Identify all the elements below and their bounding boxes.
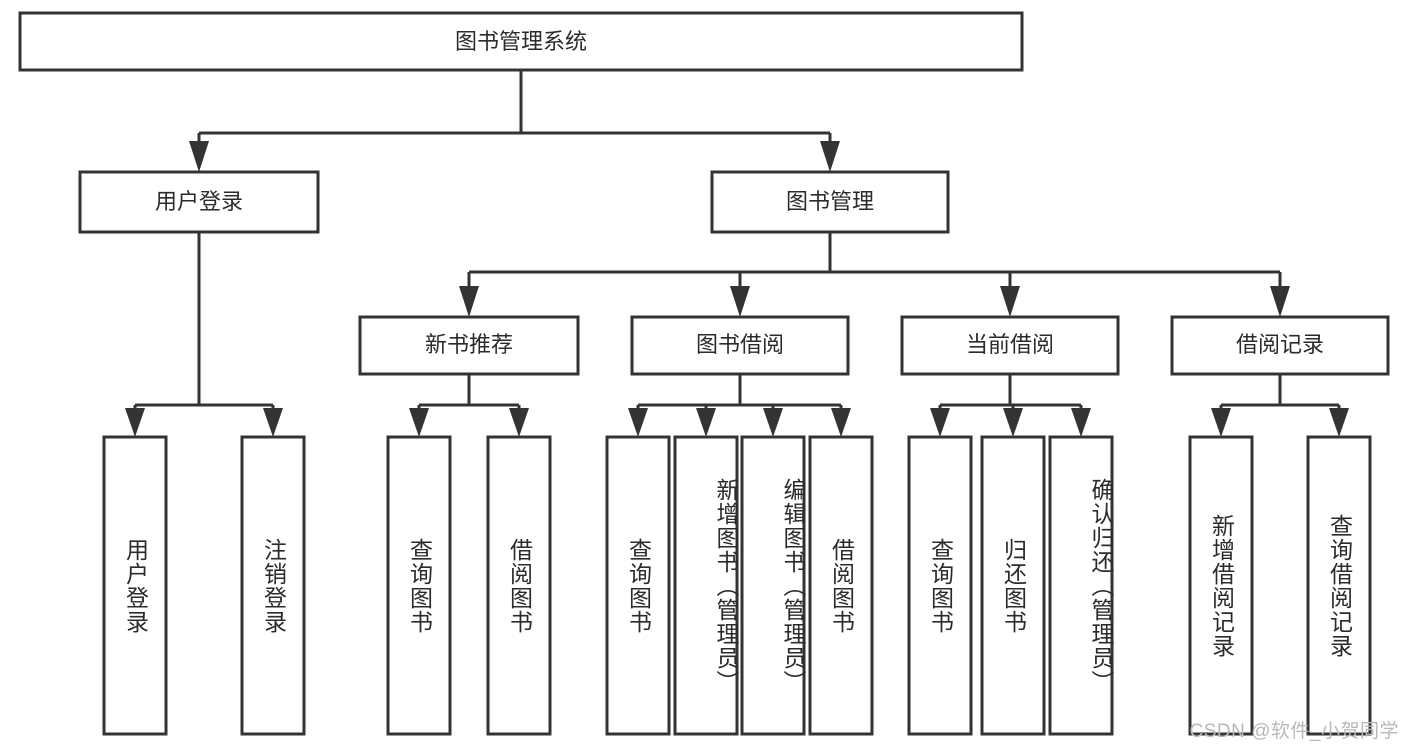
node-borrow-record[interactable]: 借阅记录 — [1170, 315, 1390, 376]
node-root-box[interactable] — [18, 11, 1024, 72]
connector-root-to-level2 — [189, 70, 840, 172]
node-book-borrow[interactable]: 图书借阅 — [630, 315, 850, 376]
arrow-head-icon — [509, 408, 529, 437]
arrow-head-icon — [1000, 286, 1020, 317]
arrow-head-icon — [263, 408, 283, 437]
watermark-text: CSDN @软件_小贺同学 — [1189, 721, 1399, 742]
node-borrow-record-label: 借阅记录 — [1236, 332, 1324, 357]
node-borrow-record-box[interactable] — [1170, 315, 1390, 376]
arrow-head-icon — [1211, 408, 1231, 437]
arrow-head-icon — [1329, 408, 1349, 437]
arrow-head-icon — [1071, 408, 1091, 437]
arrow-head-icon — [125, 408, 145, 437]
node-book-manage-label: 图书管理 — [786, 189, 874, 214]
node-leaf-query-borrow-record-box[interactable] — [1306, 435, 1372, 736]
arrow-head-icon — [730, 286, 750, 317]
node-user-login-label: 用户登录 — [155, 189, 243, 214]
node-leaf-query-book-2-box[interactable] — [605, 435, 671, 736]
node-leaf-return-book-box[interactable] — [980, 435, 1046, 736]
node-leaf-confirm-return-box[interactable] — [1048, 435, 1114, 736]
node-leaf-borrow-book-2-box[interactable] — [808, 435, 874, 736]
node-new-book-recommend-label: 新书推荐 — [425, 332, 513, 357]
connector-book-borrow-to-leaves — [628, 374, 851, 437]
arrow-head-icon — [831, 408, 851, 437]
arrow-head-icon — [409, 408, 429, 437]
node-book-manage-box[interactable] — [710, 170, 950, 234]
node-root[interactable]: 图书管理系统 — [18, 11, 1024, 72]
node-leaf-add-book-box[interactable] — [673, 435, 739, 736]
arrow-head-icon — [820, 141, 840, 172]
arrow-head-icon — [628, 408, 648, 437]
connector-book-manage-to-level3 — [459, 232, 1290, 317]
node-leaf-user-login-box[interactable] — [102, 435, 168, 736]
arrow-head-icon — [459, 286, 479, 317]
connector-new-book-recommend-to-leaves — [409, 374, 529, 437]
arrow-head-icon — [1270, 286, 1290, 317]
arrow-head-icon — [763, 408, 783, 437]
node-current-borrow-label: 当前借阅 — [966, 332, 1054, 357]
arrow-head-icon — [1003, 408, 1023, 437]
node-new-book-recommend[interactable]: 新书推荐 — [358, 315, 580, 376]
node-root-label: 图书管理系统 — [455, 29, 587, 54]
node-user-login-box[interactable] — [78, 170, 320, 234]
node-leaf-borrow-book-1-box[interactable] — [486, 435, 552, 736]
connector-current-borrow-to-leaves — [930, 374, 1091, 437]
node-user-login[interactable]: 用户登录 — [78, 170, 320, 234]
node-book-manage[interactable]: 图书管理 — [710, 170, 950, 234]
arrow-head-icon — [696, 408, 716, 437]
node-leaf-logout-login-box[interactable] — [240, 435, 306, 736]
connector-borrow-record-to-leaves — [1211, 374, 1349, 437]
node-leaf-edit-book-box[interactable] — [740, 435, 806, 736]
node-current-borrow[interactable]: 当前借阅 — [900, 315, 1120, 376]
node-book-borrow-box[interactable] — [630, 315, 850, 376]
node-leaf-add-borrow-record-box[interactable] — [1188, 435, 1254, 736]
node-new-book-recommend-box[interactable] — [358, 315, 580, 376]
node-leaf-query-book-1-box[interactable] — [386, 435, 452, 736]
arrow-head-icon — [930, 408, 950, 437]
arrow-head-icon — [189, 141, 209, 172]
node-current-borrow-box[interactable] — [900, 315, 1120, 376]
node-leaf-query-book-3-box[interactable] — [907, 435, 973, 736]
connector-user-login-to-leaves — [125, 232, 283, 437]
node-book-borrow-label: 图书借阅 — [696, 332, 784, 357]
